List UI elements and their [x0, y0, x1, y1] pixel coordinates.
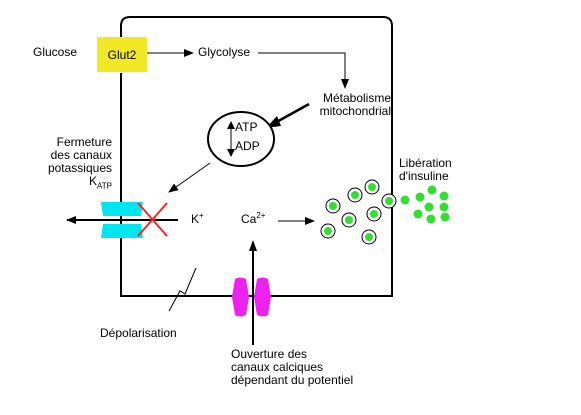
atp-arrowhead — [227, 121, 235, 129]
glut2-transporter: Glut2 — [97, 37, 147, 72]
katp-closure-arrow — [168, 162, 211, 193]
metabolism-label: Métabolisme mitochondrial — [312, 92, 391, 118]
metabolism-arrow — [272, 102, 310, 126]
release-line-1: Libération — [399, 156, 452, 170]
glut2-label: Glut2 — [107, 47, 137, 62]
closure-line-3: potassiques — [47, 161, 112, 175]
opening-line-2: canaux calciques — [231, 360, 324, 374]
channel-opening-arrowhead — [249, 240, 257, 251]
metabolism-line-2: mitochondrial — [319, 104, 391, 118]
glycolyse-arrow — [258, 52, 349, 89]
adp-arrowhead — [227, 149, 235, 157]
calcium-channel — [232, 277, 271, 317]
opening-line-1: Ouverture des — [231, 347, 308, 361]
cell-membrane — [120, 16, 393, 297]
release-line-2: d'insuline — [399, 169, 449, 183]
glycolyse-label: Glycolyse — [198, 45, 251, 59]
glucose-label: Glucose — [33, 45, 78, 59]
potassium-label: K+ — [191, 211, 204, 226]
insulin-release-label: Libération d'insuline — [399, 157, 452, 183]
katp-closure-label: Fermeture des canaux potassiques KATP — [30, 135, 112, 191]
block-cross — [137, 202, 168, 237]
katp-channel — [101, 202, 143, 238]
metabolism-line-1: Métabolisme — [322, 91, 391, 105]
atp-label: ATP — [235, 120, 258, 134]
channel-opening-label: Ouverture des canaux calciques dépendant… — [231, 348, 353, 387]
closure-line-1: Fermeture — [56, 135, 112, 149]
depolarisation-label: Dépolarisation — [100, 326, 177, 340]
insulin-granules-inside — [320, 179, 397, 245]
calcium-label: Ca2+ — [241, 211, 266, 226]
closure-line-2: des canaux — [50, 148, 112, 162]
released-insulin — [400, 185, 450, 224]
depolarisation-bolt — [168, 267, 197, 312]
adp-label: ADP — [235, 139, 260, 153]
mitochondrion — [207, 111, 275, 167]
opening-line-3: dépendant du potentiel — [231, 373, 354, 387]
closure-line-4: KATP — [89, 174, 112, 191]
